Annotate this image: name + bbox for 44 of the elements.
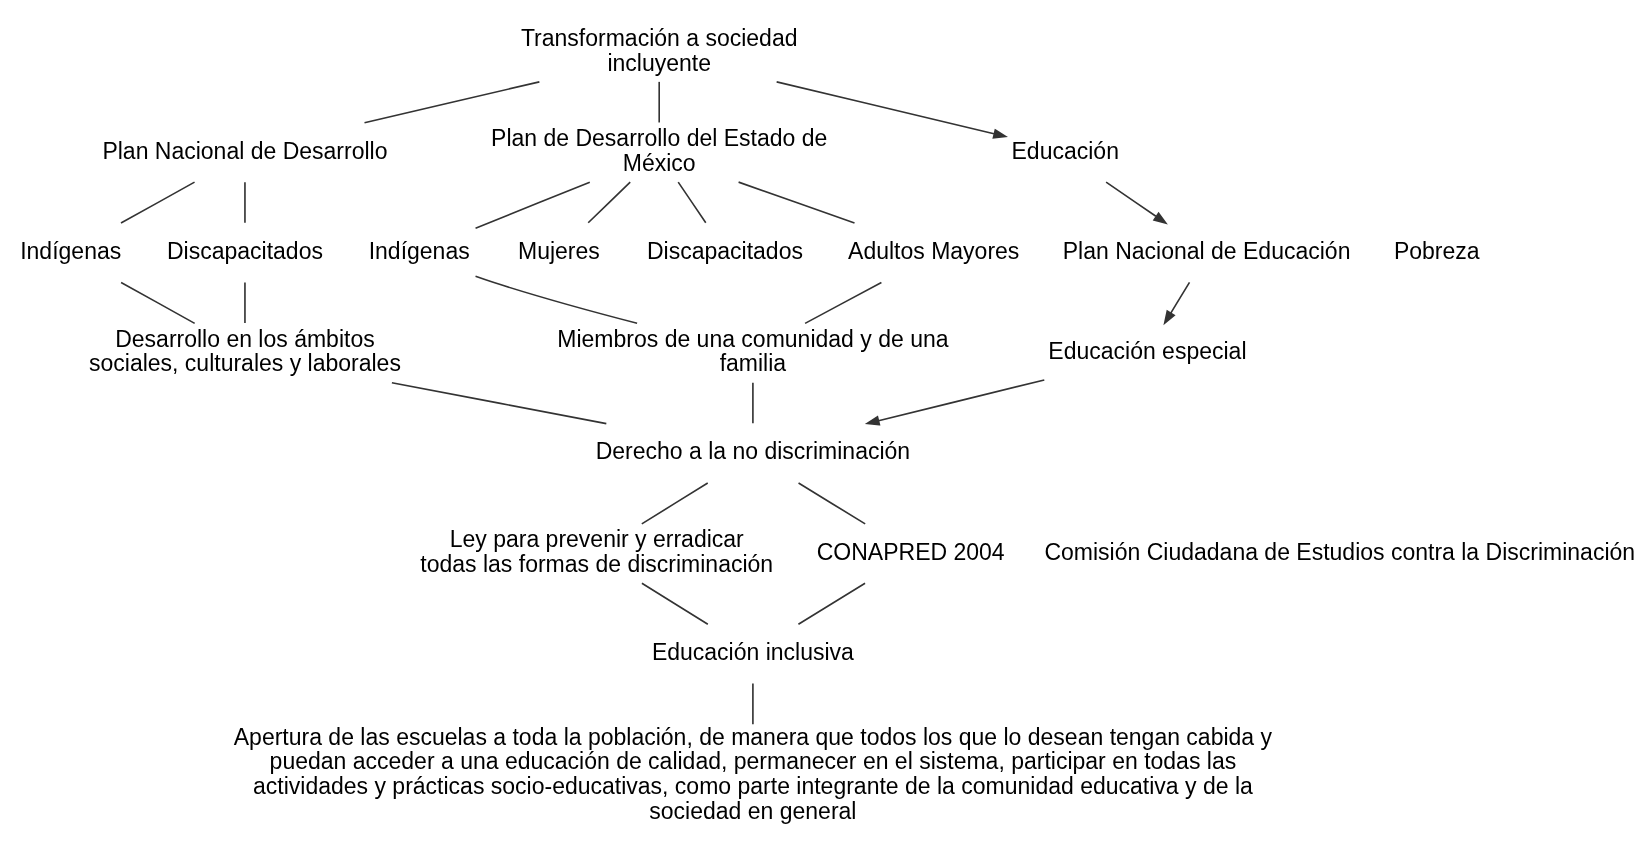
node-text: Indígenas <box>368 237 470 264</box>
node-text: Transformación a sociedad incluyente <box>520 24 798 76</box>
connector <box>752 682 754 726</box>
connector <box>658 81 661 124</box>
connector <box>474 275 638 325</box>
node-text: Plan de Desarrollo del Estado de México <box>491 125 828 176</box>
connector <box>363 81 541 124</box>
node-text: Indígenas <box>20 237 122 264</box>
node-text: Plan Nacional de Desarrollo <box>102 137 388 164</box>
node-text: Adultos Mayores <box>848 237 1020 264</box>
connector <box>737 181 856 224</box>
node-text: Mujeres <box>518 237 600 264</box>
node-text: Discapacitados <box>646 237 803 264</box>
connector <box>641 582 709 625</box>
node-text: Educación <box>1011 137 1119 164</box>
node-text: Educación especial <box>1048 338 1247 365</box>
label: Pobreza <box>1393 237 1480 264</box>
node-text: Derecho a la no discriminación <box>595 438 911 465</box>
label: Comisión Ciudadana de Estudios contra la Discriminación <box>1044 538 1636 565</box>
node-text: Desarrollo en los ámbitos sociales, culturales y laborales <box>88 325 401 377</box>
connector <box>677 181 707 224</box>
connector <box>244 281 246 324</box>
connector <box>587 181 632 224</box>
connector <box>752 381 754 425</box>
node-text: Apertura de las escuelas a toda la población, de manera que todos los que lo desean tengan cabida y puedan acceder a una educación de calidad, permanecer en el sistema, participar en todas las actividades y prácticas socio-educativas, como parte integrante de la comunidad educativa y de la sociedad en general <box>233 723 1273 824</box>
connector <box>120 181 196 224</box>
node-text: Discapacitados <box>166 237 323 264</box>
connector <box>797 582 866 625</box>
connector <box>120 281 196 325</box>
arrow <box>864 379 1046 426</box>
connector <box>244 181 246 224</box>
connector <box>797 482 866 525</box>
node-text: Plan Nacional de Educación <box>1062 237 1351 264</box>
arrow <box>775 81 1008 139</box>
connector <box>641 482 709 525</box>
connector <box>804 281 883 325</box>
node-text: Miembros de una comunidad y de una familia <box>557 325 949 377</box>
node-text: CONAPRED 2004 <box>816 538 1005 565</box>
node-text: Educación inclusiva <box>651 638 854 665</box>
arrow <box>1163 281 1191 326</box>
connector <box>474 181 591 230</box>
arrow <box>1105 181 1168 225</box>
connector <box>391 381 608 425</box>
node-text: Ley para prevenir y erradicar todas las formas de discriminación <box>420 526 774 577</box>
